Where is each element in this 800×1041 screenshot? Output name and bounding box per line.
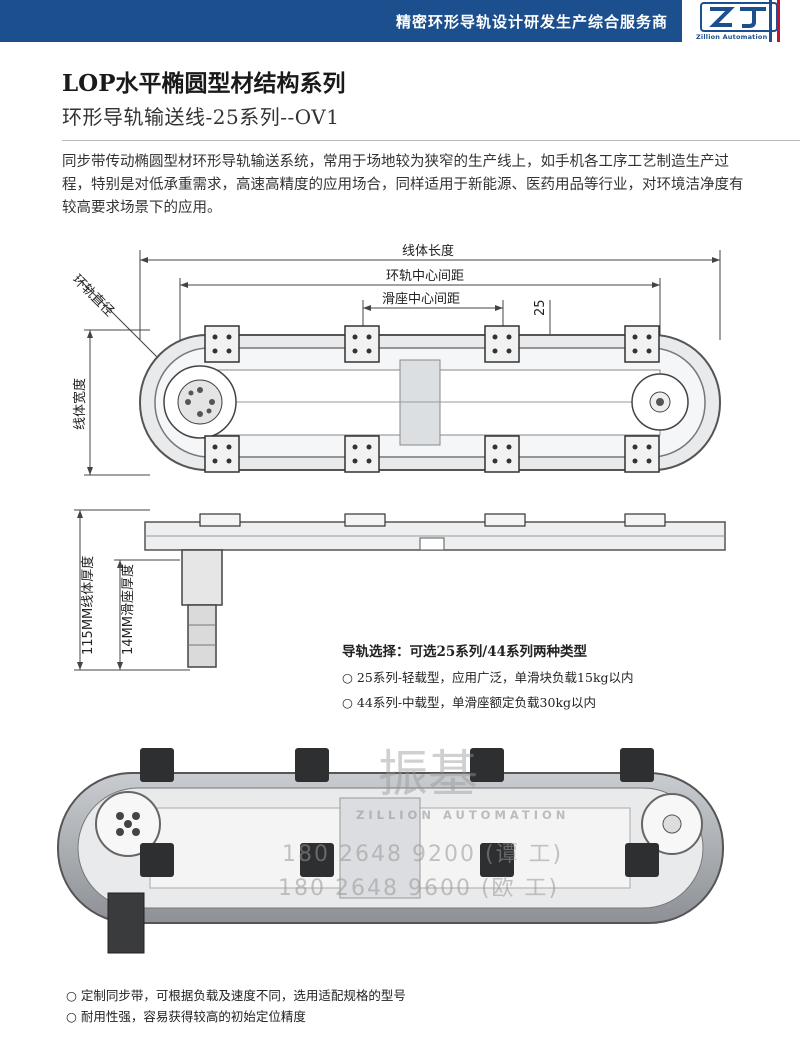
header-slogan: 精密环形导轨设计研发生产综合服务商 [395, 13, 668, 31]
header-bar: 精密环形导轨设计研发生产综合服务商 [0, 0, 800, 42]
bullet-circle-icon: ○ [66, 1009, 77, 1024]
header-stripe-blue [769, 0, 772, 42]
dim-ring-center-distance: 环轨中心间距 [386, 269, 464, 284]
bullet-circle-icon: ○ [342, 695, 353, 710]
logo-text: Zillion Automation [696, 33, 768, 41]
dim-line-thickness: 115MM线体厚度 [80, 556, 96, 655]
guide-option-label: 25系列-轻载型，应用广泛，单滑块负载15kg以内 [356, 670, 634, 685]
dim-slider-thickness: 14MM滑座厚度 [120, 564, 136, 655]
guide-selection-title: 导轨选择：可选25系列/44系列两种类型 [342, 644, 588, 660]
side-view-drawing: 115MM线体厚度 14MM滑座厚度 [74, 509, 726, 671]
page-title: LOP水平椭圆型材结构系列 [62, 70, 346, 97]
product-description: 同步带传动椭圆型材环形导轨输送系统，常用于场地较为狭窄的生产线上，如手机各工序工… [62, 154, 744, 216]
dim-ring-diameter: 环轨直径 [69, 272, 116, 319]
watermark-phone: 180 2648 9600 (欧 工) [278, 876, 560, 901]
top-view-drawing: 线体长度 环轨中心间距 滑座中心间距 25 环轨直径 线体宽度 [69, 243, 721, 476]
guide-option-label: 44系列-中载型，单滑座额定负载30kg以内 [356, 695, 597, 710]
guide-option-44: ○44系列-中载型，单滑座额定负载30kg以内 [342, 692, 596, 711]
dim-25: 25 [533, 299, 548, 316]
logo-mark-icon [700, 2, 778, 32]
feature-text: 耐用性强，容易获得较高的初始定位精度 [80, 1009, 306, 1024]
header-stripe-red [777, 0, 780, 42]
watermark-brand: 振基 [378, 745, 478, 803]
product-photo [57, 748, 724, 954]
watermark-english: ZILLION AUTOMATION [356, 808, 570, 822]
page-subtitle: 环形导轨输送线-25系列--OV1 [62, 105, 340, 129]
guide-option-25: ○25系列-轻载型，应用广泛，单滑块负载15kg以内 [342, 667, 634, 686]
dim-line-width: 线体宽度 [72, 378, 88, 430]
feature-item: ○ 定制同步带，可根据负载及速度不同，选用适配规格的型号 [66, 985, 406, 1004]
dim-line-length: 线体长度 [402, 243, 454, 259]
dim-slider-center-distance: 滑座中心间距 [382, 292, 460, 307]
feature-item: ○ 耐用性强，容易获得较高的初始定位精度 [66, 1006, 306, 1025]
bullet-circle-icon: ○ [66, 988, 77, 1003]
feature-text: 定制同步带，可根据负载及速度不同，选用适配规格的型号 [80, 988, 406, 1003]
brand-logo: Zillion Automation [682, 0, 800, 42]
divider [62, 140, 800, 141]
bullet-circle-icon: ○ [342, 670, 353, 685]
watermark-phone: 180 2648 9200 (谭 工) [282, 842, 564, 867]
